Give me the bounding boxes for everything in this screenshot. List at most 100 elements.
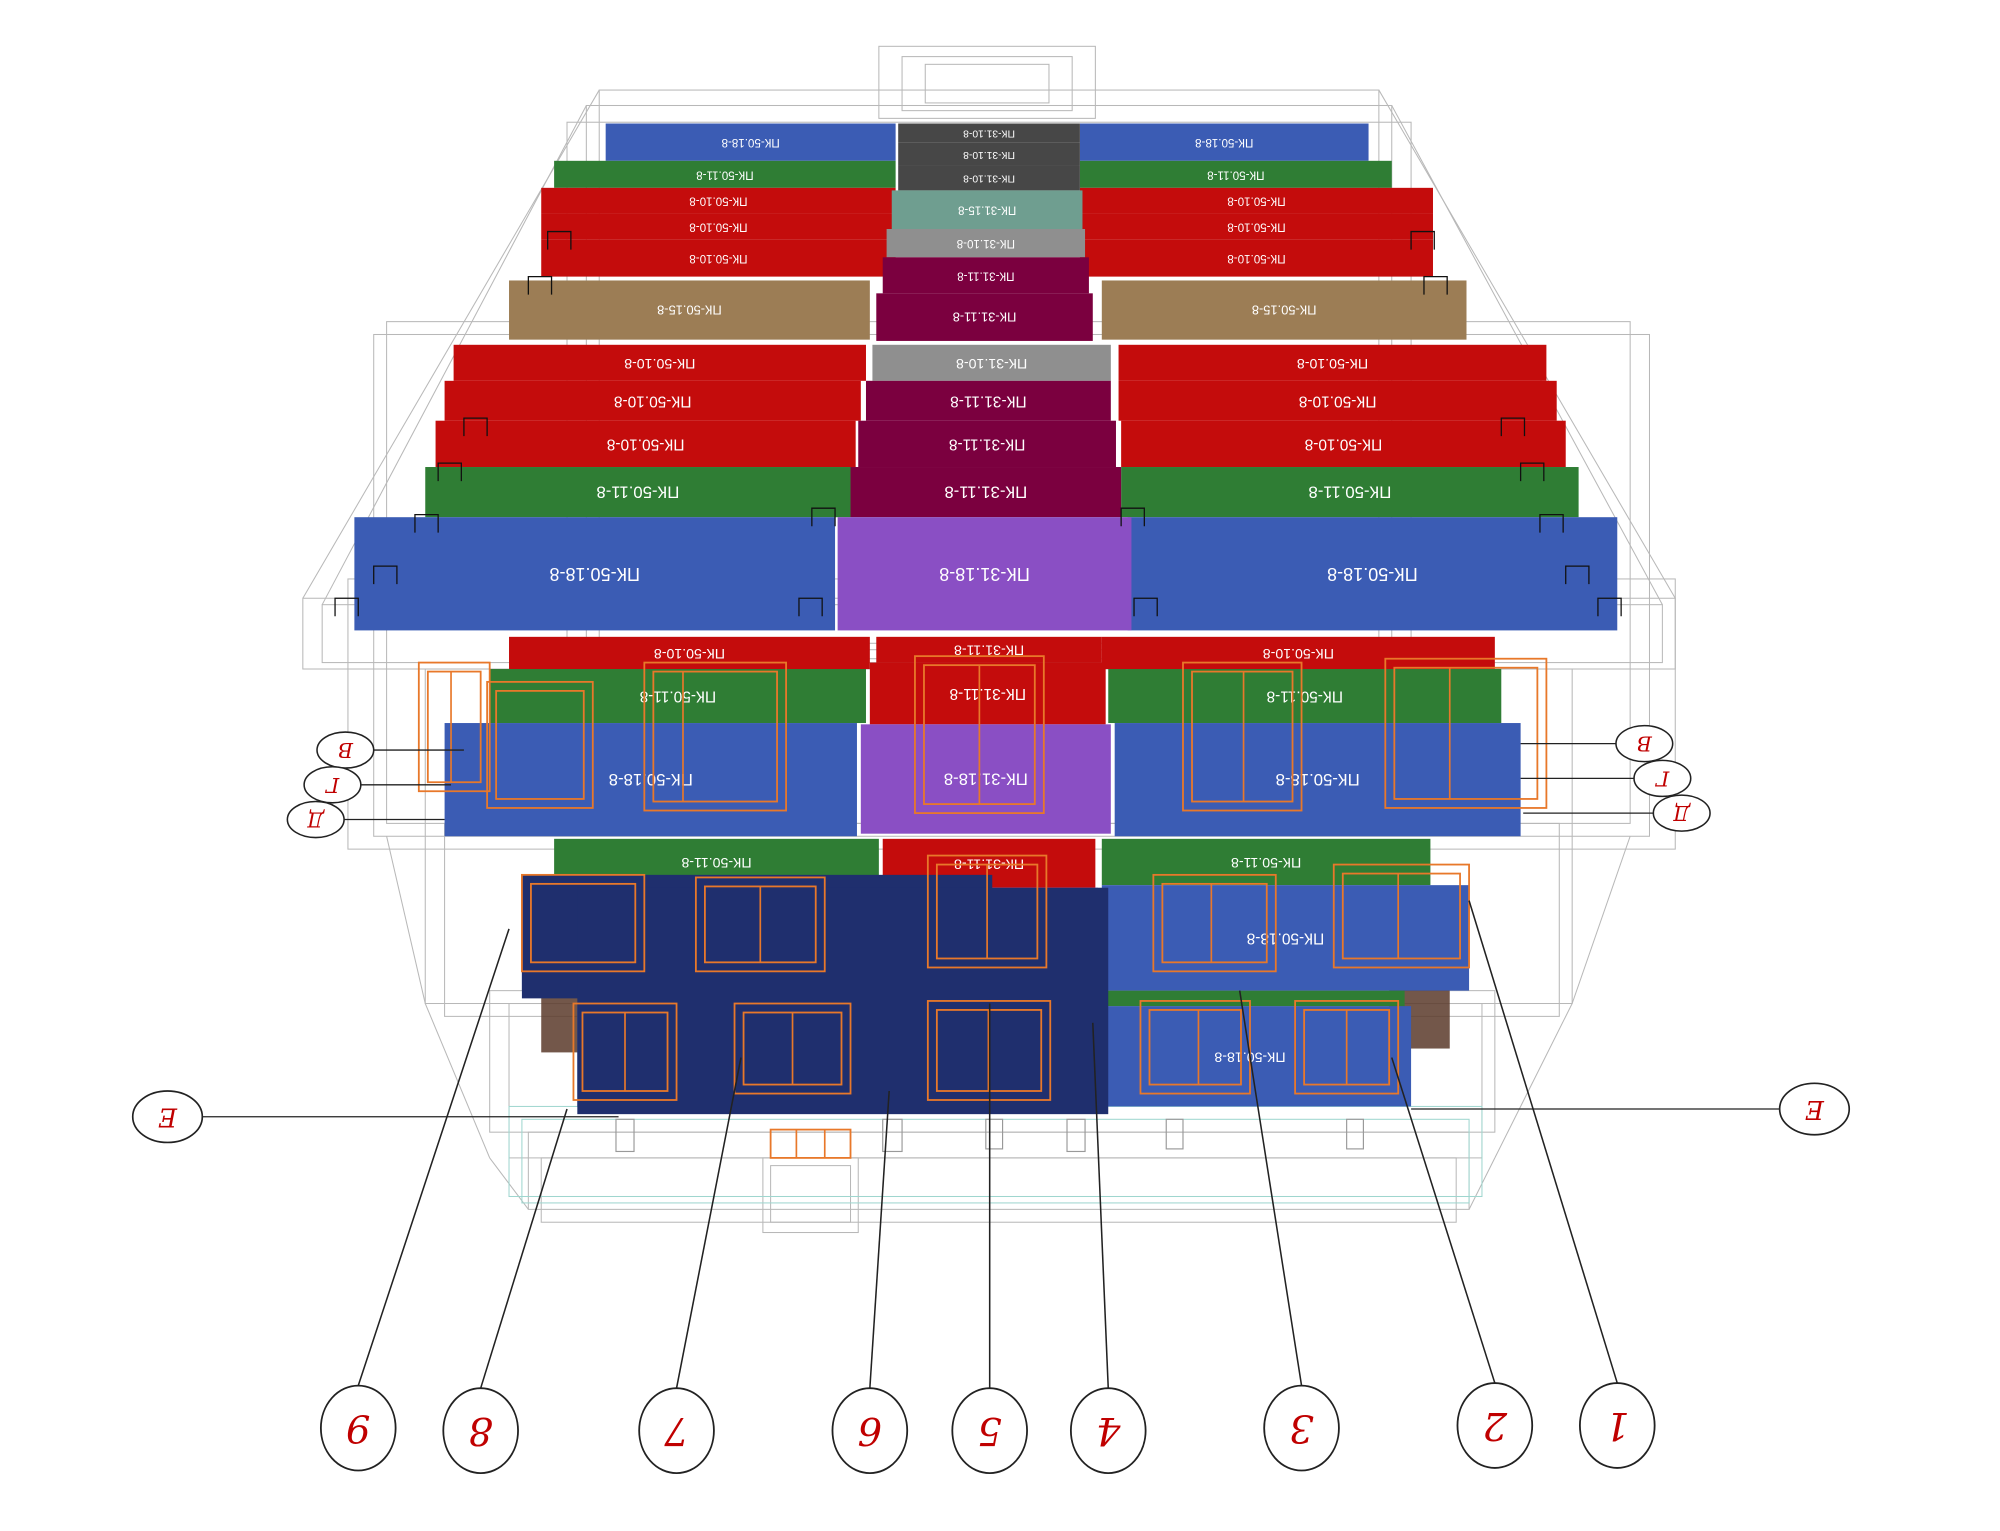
slab-mark-label: ПК-31.11-8 [949,435,1026,452]
axis-bubble-2 [1456,1382,1534,1469]
floor-slab-tan [1101,280,1467,340]
column-outline [1165,1118,1184,1150]
window-frame [530,882,637,964]
window-frame [1393,666,1539,800]
window-frame [521,873,646,973]
window-frame [914,655,1045,815]
wireframe-outline [770,1165,852,1223]
floor-slab-green [554,160,896,188]
floor-slab-red [1121,420,1566,468]
axis-leader-line [675,1057,742,1389]
slab-layer: ПК-50.18-8ПК-50.11-8ПК-50.10-8ПК-50.10-8… [334,123,1622,1115]
axis-label: В [338,738,354,762]
support-bracket [1565,565,1590,585]
slab-mark-label: ПК-31.10-8 [963,149,1015,160]
floor-slab-red [509,636,870,670]
column-outline [615,1118,635,1153]
support-bracket [1597,597,1622,617]
axis-leader-line [1391,1057,1496,1384]
wireframe-outline [901,56,1073,112]
support-bracket [1133,597,1158,617]
axis-bubble-4 [1069,1387,1147,1475]
floor-slab-green [425,467,851,518]
window-frame [1294,1000,1400,1095]
slab-mark-label: ПК-50.11-8 [1231,854,1301,870]
floor-slab-green [489,669,866,724]
slab-mark-label: ПК-31.11-8 [957,269,1014,281]
axis-bubble-right [1652,794,1711,832]
floor-slab-red [1079,239,1433,277]
window-frame [572,1002,678,1101]
axis-label: 6 [858,1408,883,1453]
axis-bubble-right [1633,759,1692,798]
floor-slab-blue [605,123,896,161]
support-bracket [1500,417,1526,437]
window-frames-layer [417,655,1548,1159]
wireframe-line [424,1003,491,1159]
axis-label: Г [1654,766,1670,790]
wireframe-outline [527,1131,1470,1210]
floor-slab-green [1092,990,1405,1007]
column-outline [882,1118,903,1153]
floor-slab-purple [860,724,1111,834]
floor-slab-green [1121,467,1579,518]
axis-bubble-7 [638,1387,715,1475]
slab-mark-label: ПК-31.11-8 [954,642,1024,658]
floor-slab-maroon [850,467,1122,518]
floor-slab-maroon [882,257,1089,294]
floor-slab-tan [509,280,870,340]
floor-slab-red [444,380,861,421]
wireframe-line [386,836,426,1004]
axis-label: 4 [1096,1408,1122,1453]
support-bracket [527,275,553,295]
axis-bubble-3 [1263,1384,1340,1472]
floor-slab-maroon [876,293,1093,341]
slab-mark-label: ПК-50.11-8 [1207,168,1264,180]
wireframe-outline [924,63,1050,104]
floor-slab-green [1108,669,1502,724]
slab-mark-label: ПК-50.10-8 [689,195,747,207]
support-bracket [811,507,836,527]
slab-mark-label: ПК-50.11-8 [640,688,717,705]
slab-mark-label: ПК-50.10-8 [624,355,695,371]
axis-bubble-8 [442,1387,519,1475]
slab-mark-label: ПК-31.18-8 [944,770,1028,789]
support-bracket [1519,462,1545,482]
slab-mark-label: ПК-50.11-8 [596,483,679,502]
floor-slab-gray [872,344,1111,381]
slab-mark-label: ПК-50.18-8 [1195,136,1253,148]
axis-bubble-side [131,1090,204,1144]
floor-slab-red [869,662,1106,725]
support-bracket [373,565,398,585]
floor-slab-red [1118,380,1557,421]
axis-bubble-1 [1578,1382,1656,1469]
wireframe-outline [540,1157,1457,1223]
axis-label: 9 [346,1406,371,1451]
floor-slab-green [1101,838,1431,886]
floor-slab-blue [1079,123,1369,161]
axis-label: Д [306,808,325,832]
slab-mark-label: ПК-50.10-8 [689,252,747,264]
axis-label: Е [1805,1094,1825,1124]
floor-slab-dark-gray [898,142,1080,166]
axis-leader-line [1092,1022,1110,1389]
axis-leader-line [1468,900,1619,1384]
slab-mark-label: ПК-31.10-8 [957,237,1015,249]
floor-slab-dark-gray [898,165,1080,191]
support-bracket [1120,507,1145,527]
axis-label: 7 [664,1408,689,1453]
axis-label: Е [158,1102,178,1132]
window-frame [1161,882,1268,964]
floor-slab-blue [444,723,857,837]
axis-bubble-9 [319,1384,397,1472]
slab-mark-label: ПК-31.11-8 [950,392,1027,409]
axis-label: В [1637,732,1653,756]
slab-mark-label: ПК-50.11-8 [1267,688,1344,705]
slab-mark-label: ПК-31.11-8 [954,855,1024,871]
slab-mark-label: ПК-50.10-8 [1263,645,1334,661]
slab-mark-label: ПК-50.18-8 [1247,929,1325,946]
axis-label: 2 [1483,1403,1509,1448]
axis-leader-line [869,1090,890,1389]
wireframe-line [1494,1003,1573,1159]
support-bracket [1539,513,1564,533]
